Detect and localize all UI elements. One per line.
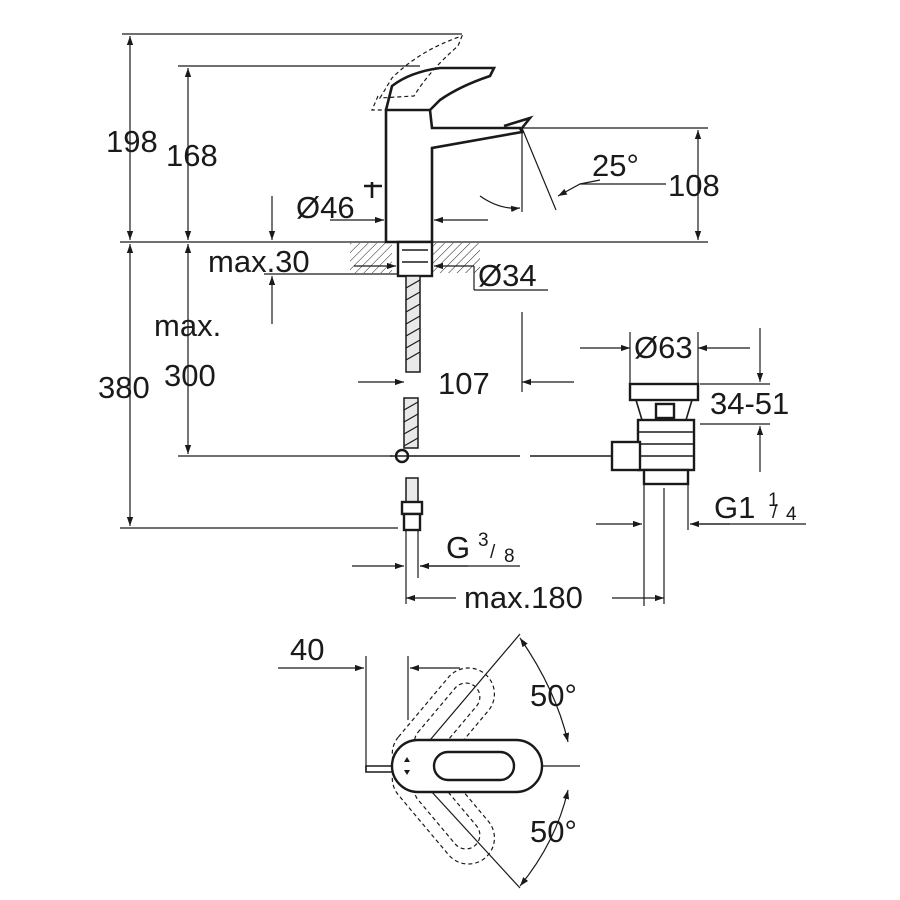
angle-arc-left: [479, 195, 521, 213]
direction-icon: [404, 757, 410, 775]
label-max30: max.30: [208, 244, 310, 279]
label-34: Ø34: [478, 258, 537, 293]
label-107: 107: [438, 366, 490, 401]
label-50-lower: 50°: [530, 814, 577, 849]
label-g114-slash: /: [772, 502, 778, 523]
top-view: 40 50° 50°: [278, 632, 580, 889]
hose-nut: [400, 500, 424, 516]
label-g38-main: G: [446, 530, 470, 565]
pop-up-waste: [610, 382, 700, 486]
label-108: 108: [668, 168, 720, 203]
label-g114-num: 1: [768, 490, 779, 511]
spout-tip: [503, 115, 534, 129]
spout-stub: [365, 765, 392, 773]
deck-hatch-left: [350, 243, 392, 273]
label-300: 300: [164, 358, 216, 393]
label-25deg: 25°: [592, 148, 639, 183]
label-g114-den: 4: [786, 504, 797, 525]
deck-hatch-right: [432, 243, 480, 273]
label-g38-num: 3: [478, 530, 489, 551]
label-max180: max.180: [464, 580, 583, 615]
shank: [396, 240, 434, 278]
label-g38-slash: /: [490, 542, 496, 563]
label-380: 380: [98, 370, 150, 405]
lever-alt-base: [371, 95, 386, 111]
label-40: 40: [290, 632, 324, 667]
hose-connector: [402, 512, 422, 532]
supply-hose-end: [405, 477, 419, 503]
label-198: 198: [106, 124, 158, 159]
label-34-51: 34-51: [710, 386, 789, 421]
side-elevation: 198 168 108 25° Ø46 max.30 Ø34 max. 300 …: [98, 33, 806, 615]
label-46: Ø46: [296, 190, 355, 225]
lever-handle[interactable]: [384, 66, 497, 111]
swivel-arc-upper: [519, 637, 570, 743]
supply-hose-upper: [405, 275, 421, 373]
pull-rod-knob[interactable]: [364, 182, 382, 198]
label-g114-main: G1: [714, 490, 755, 525]
label-168: 168: [166, 138, 218, 173]
label-g38-den: 8: [504, 546, 515, 567]
lever-alt-position: [378, 35, 464, 99]
label-max-prefix: max.: [154, 308, 221, 343]
lever-top-opening: [432, 750, 516, 782]
supply-hose-lower: [403, 397, 419, 449]
faucet-body: [384, 108, 524, 244]
label-63: Ø63: [634, 330, 693, 365]
swivel-arc-lower: [519, 789, 570, 887]
spout-axis-angled: [521, 127, 557, 211]
label-50-upper: 50°: [530, 678, 577, 713]
